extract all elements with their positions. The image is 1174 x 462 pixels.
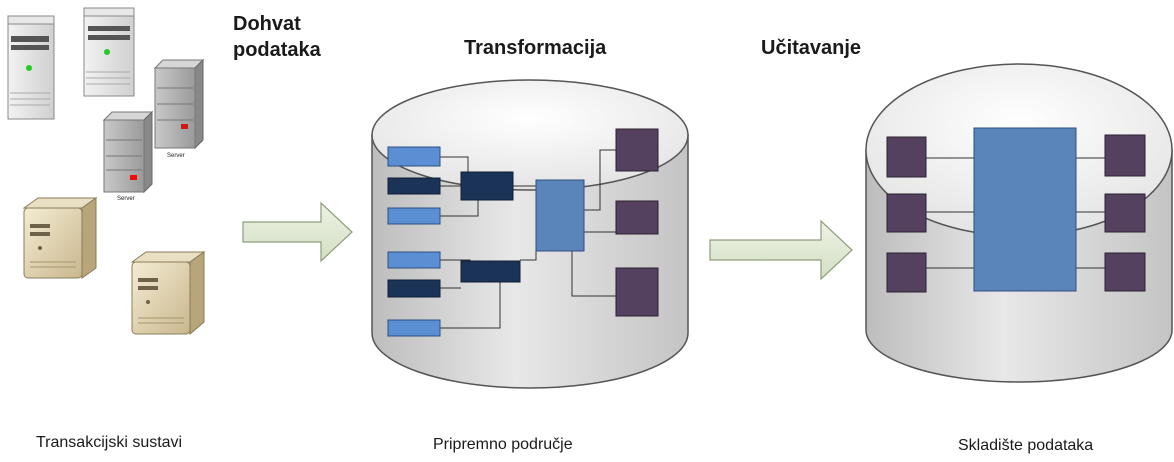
source-servers: Server Server	[7, 7, 206, 336]
server-tower-icon	[7, 15, 55, 120]
caption-data-warehouse: Skladište podataka	[958, 437, 1094, 454]
right-arrow-icon	[709, 219, 853, 281]
warehouse-dimension-box	[886, 252, 927, 293]
warehouse-dimension-box	[1104, 134, 1146, 177]
staging-source-box	[387, 207, 441, 225]
server-caption: Server	[117, 196, 135, 202]
staging-source-box	[387, 251, 441, 269]
step-heading-extract-line2: podataka	[233, 39, 321, 61]
staging-source-box	[387, 319, 441, 337]
caption-transactional-systems: Transakcijski sustavi	[36, 434, 183, 451]
staging-transform-box	[535, 179, 585, 252]
caption-staging-area: Pripremno područje	[433, 436, 573, 453]
warehouse-dimension-box	[886, 136, 927, 178]
staging-source-box	[387, 177, 441, 195]
right-arrow-icon	[242, 201, 353, 263]
staging-source-box	[387, 146, 441, 167]
warehouse-dimension-box	[1104, 252, 1146, 292]
warehouse-fact-box	[973, 127, 1077, 292]
warehouse-cylinder	[865, 63, 1173, 383]
step-heading-load: Učitavanje	[761, 37, 862, 59]
server-tower-icon	[83, 7, 135, 97]
staging-process-box	[460, 171, 514, 201]
server-tower-icon: Server	[102, 110, 154, 202]
step-heading-transform: Transformacija	[464, 37, 607, 59]
staging-source-box	[387, 279, 441, 298]
staging-output-box	[615, 200, 659, 235]
desktop-server-icon	[130, 251, 206, 336]
step-heading-extract: Dohvat podataka	[233, 11, 321, 63]
staging-output-box	[615, 128, 659, 172]
server-tower-icon: Server	[153, 58, 205, 159]
warehouse-dimension-box	[1104, 193, 1146, 233]
warehouse-dimension-box	[886, 193, 927, 233]
staging-cylinder	[371, 79, 689, 389]
step-heading-extract-line1: Dohvat	[233, 13, 301, 35]
staging-process-box	[460, 260, 521, 283]
staging-output-box	[615, 267, 659, 317]
server-caption: Server	[167, 153, 185, 159]
desktop-server-icon	[22, 197, 98, 279]
